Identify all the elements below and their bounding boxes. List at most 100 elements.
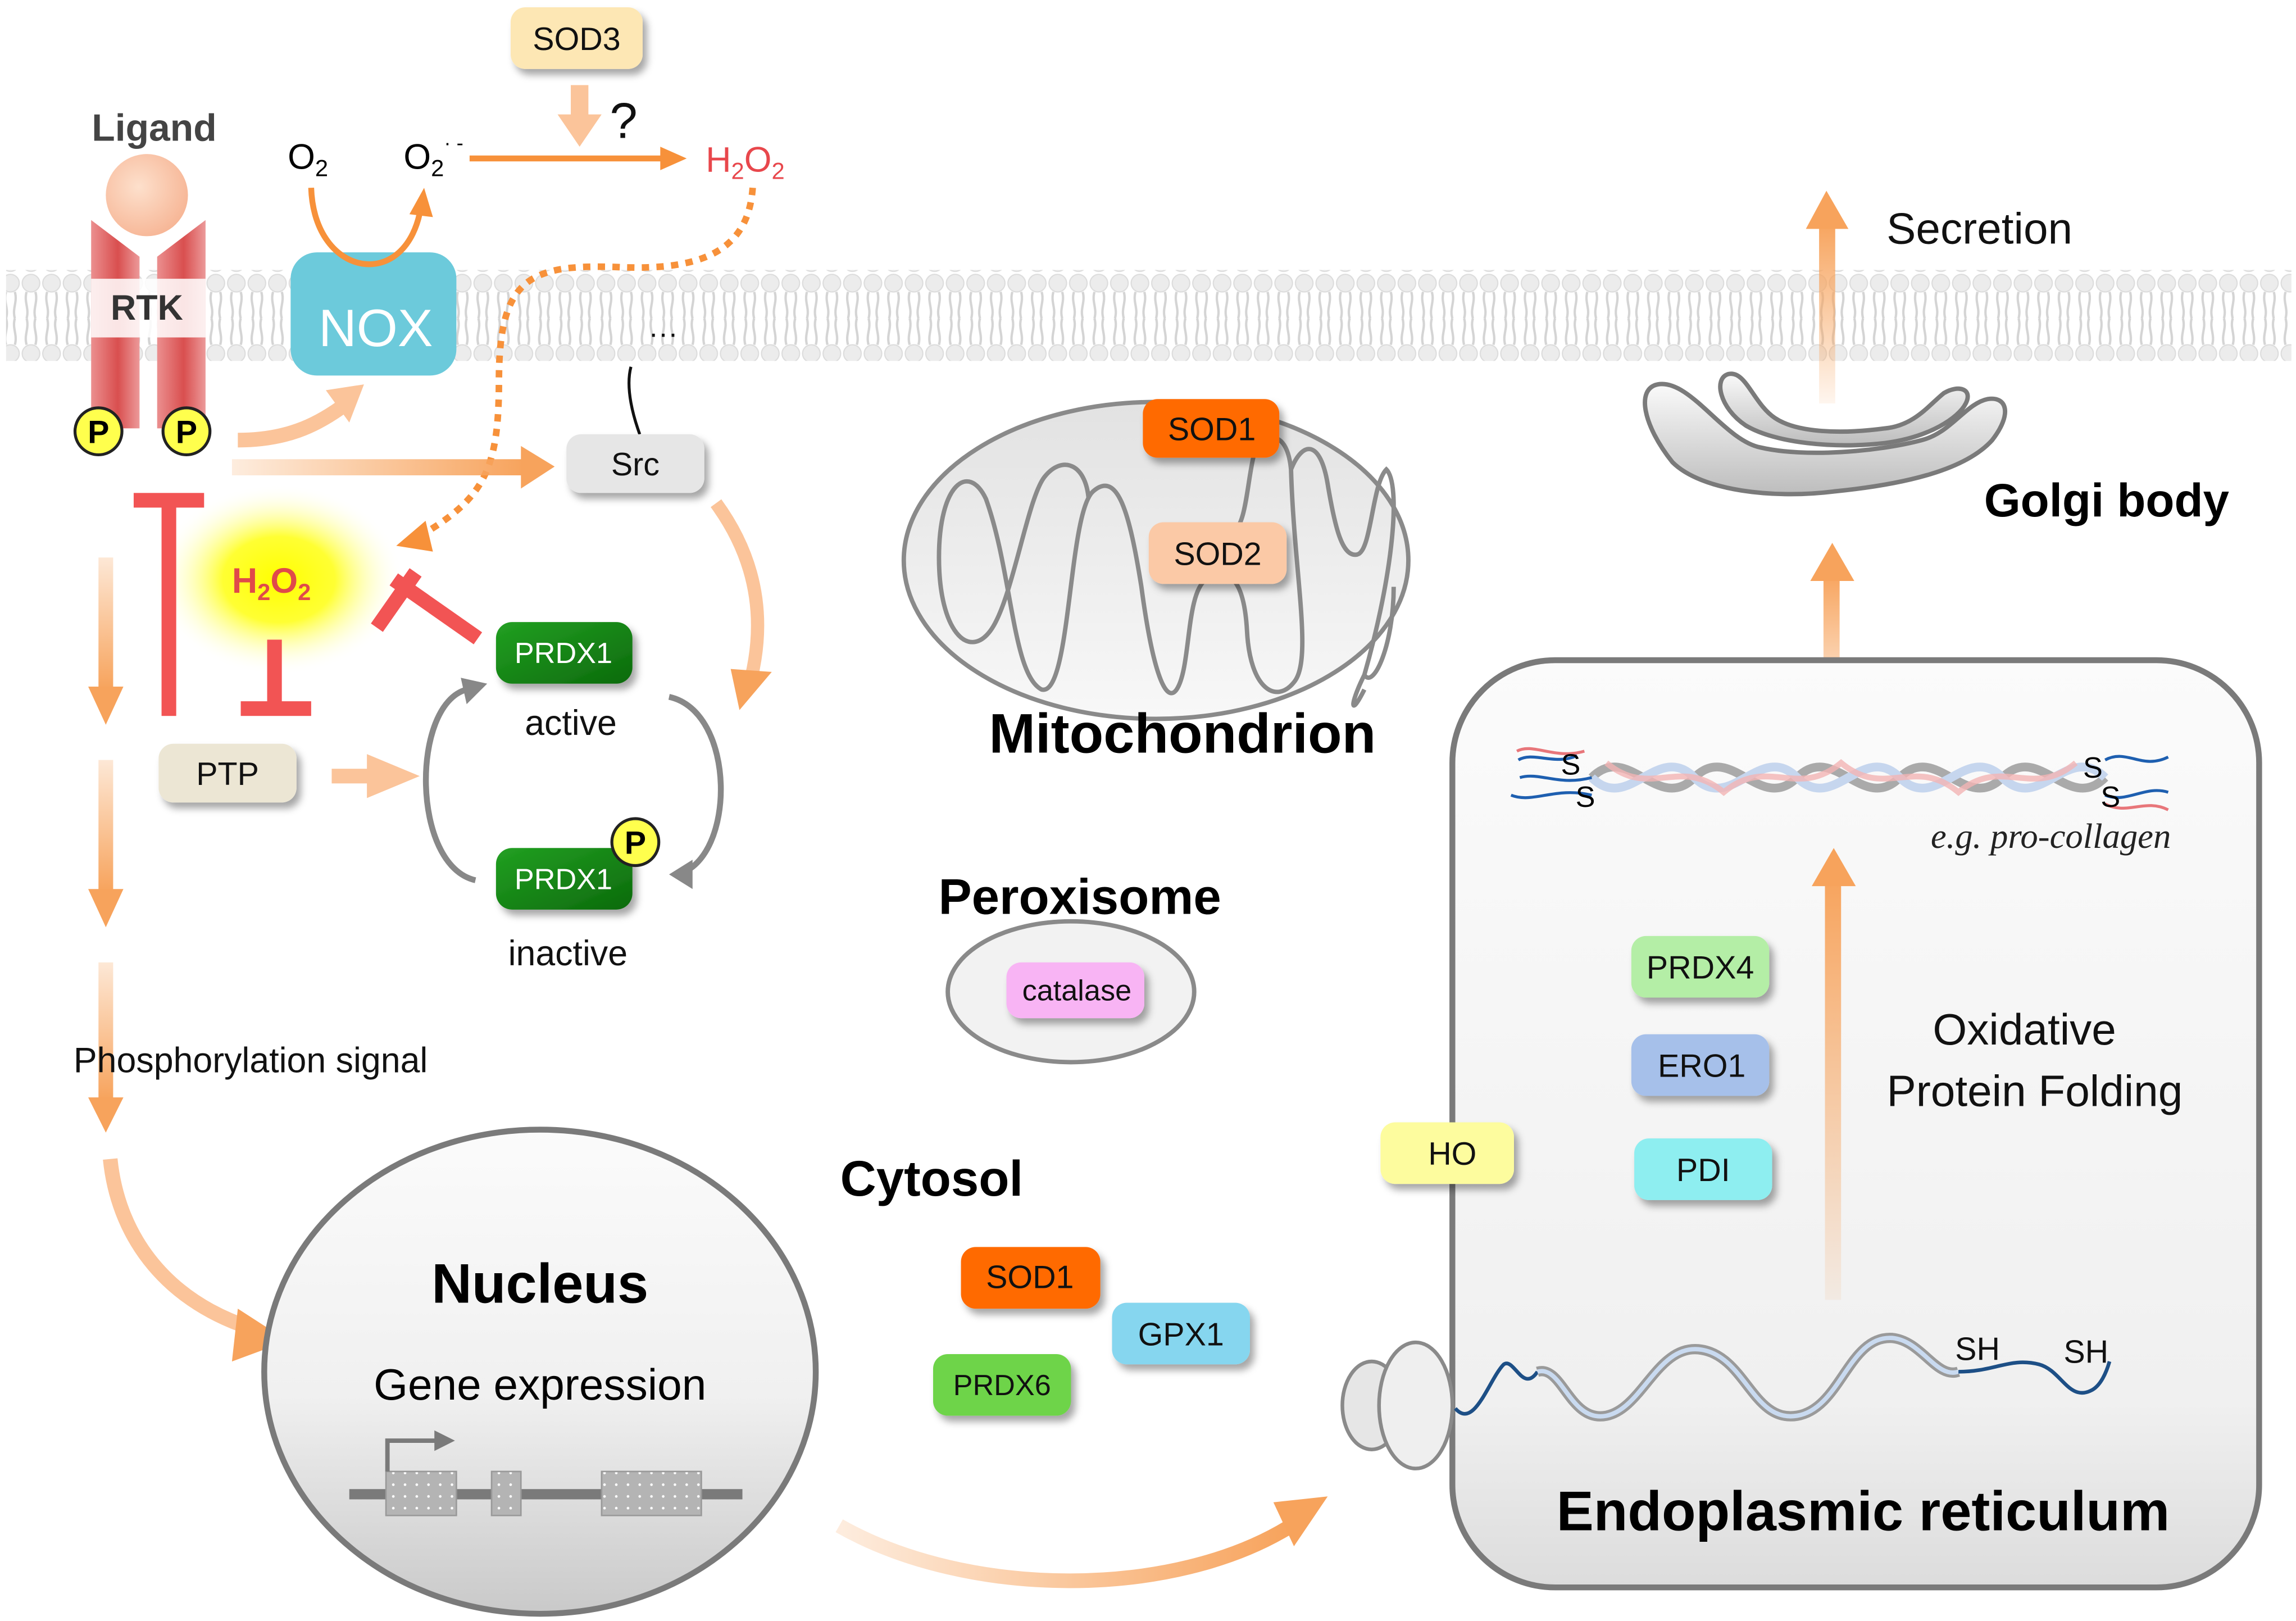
arrowhead-icon — [1806, 190, 1849, 229]
arrowhead-icon — [326, 384, 364, 423]
signal-arrow-segment — [98, 557, 113, 690]
arrowhead-icon — [1273, 1496, 1328, 1547]
arrowhead-icon — [88, 1097, 124, 1133]
disulfide-s: S — [2083, 752, 2103, 784]
arrowhead-icon — [231, 1309, 288, 1362]
ho-label: HO — [1428, 1136, 1476, 1172]
phospho-badge: P — [161, 406, 212, 457]
oxygen-label: O2 — [288, 137, 328, 181]
ptp-to-prdx1-arrow — [331, 769, 370, 784]
ptp-label: PTP — [196, 756, 259, 792]
phospho-badge: P — [610, 817, 661, 868]
nucleus-title: Nucleus — [431, 1253, 648, 1315]
cytosol-prdx6 — [933, 1354, 1071, 1416]
cytosol-gpx1-label: GPX1 — [1138, 1316, 1224, 1352]
src-label: Src — [611, 447, 660, 483]
thiol-label: SH — [1955, 1331, 2000, 1367]
rtk-to-src-arrow — [231, 459, 526, 475]
rtk-receptor — [91, 220, 206, 429]
pro-collagen-helix — [1510, 747, 2169, 811]
phosphorylation-signal-label: Phosphorylation signal — [74, 1041, 428, 1080]
arrowhead-icon — [396, 520, 433, 552]
arrowhead-icon — [521, 446, 555, 489]
mitochondrion-title: Mitochondrion — [989, 702, 1376, 765]
prdx1-inactive — [495, 848, 633, 910]
superoxide-label: O2· - — [403, 131, 463, 181]
cytosol-prdx6-label: PRDX6 — [953, 1369, 1051, 1402]
endoplasmic-reticulum — [1449, 657, 2262, 1591]
sod3-arrow — [571, 85, 589, 117]
pro-collagen-example-label: e.g. pro-collagen — [1931, 816, 2171, 856]
rtk-to-nox-arrow — [238, 402, 345, 448]
extracellular-h2o2-label: H2O2 — [706, 140, 784, 184]
src-membrane-anchor — [628, 366, 642, 435]
arrowhead-icon — [461, 678, 488, 705]
cytosol-sod1 — [961, 1247, 1101, 1309]
arrowhead-icon — [660, 147, 687, 170]
h2o2-glow — [154, 484, 404, 675]
cytosol-gpx1 — [1112, 1302, 1250, 1365]
ptp-enzyme — [158, 743, 297, 803]
svg-text:P: P — [88, 415, 109, 451]
nascent-polypeptide — [1454, 1333, 2112, 1422]
intracellular-h2o2-label: H2O2 — [232, 561, 311, 605]
signal-arrow-segment — [98, 962, 113, 1101]
disulfide-s: S — [2101, 781, 2120, 814]
er-title: Endoplasmic reticulum — [1557, 1480, 2170, 1542]
nox-enzyme — [290, 252, 457, 376]
svg-text:P: P — [176, 415, 197, 451]
oxidative-folding-label-line2: Protein Folding — [1886, 1066, 2183, 1116]
arrowhead-icon — [409, 188, 433, 217]
signal-to-nucleus-arrow — [103, 1158, 252, 1335]
oxidative-folding-label-line1: Oxidative — [1933, 1005, 2116, 1054]
er-ero1 — [1631, 1034, 1770, 1096]
er-pdi-label: PDI — [1676, 1152, 1730, 1188]
arrowhead-icon — [1812, 848, 1856, 887]
h2o2-inhibits-ptp — [240, 639, 311, 716]
disulfide-s: S — [1561, 749, 1581, 782]
prdx1-active — [495, 622, 633, 684]
er-prdx4 — [1631, 936, 1770, 998]
disulfide-s: S — [1576, 781, 1595, 814]
er-prdx4-label: PRDX4 — [1647, 950, 1754, 986]
secretion-label: Secretion — [1886, 203, 2072, 253]
arrowhead-icon — [367, 754, 420, 798]
mito-sod1 — [1143, 399, 1280, 458]
peroxisome-title: Peroxisome — [938, 869, 1221, 925]
gene-expression-label: Gene expression — [374, 1360, 706, 1409]
catalase-enzyme — [1006, 962, 1144, 1019]
er-ero1-label: ERO1 — [1658, 1048, 1745, 1084]
ribosome — [1340, 1340, 1454, 1470]
signal-arrow-segment — [98, 760, 113, 892]
mito-sod2-label: SOD2 — [1174, 536, 1261, 572]
arrowhead-icon — [730, 669, 772, 710]
arrowhead-icon — [1810, 543, 1854, 581]
ptp-inhibits-rtk — [133, 493, 204, 716]
nucleus-to-er-arrow — [835, 1519, 1295, 1588]
phospho-badge: P — [73, 406, 124, 457]
prdx1-inactive-state: inactive — [508, 934, 628, 973]
arrowhead-icon — [88, 889, 124, 928]
prdx1-reactivation-arrow — [422, 687, 476, 883]
prdx1-inhibits-h2o2 — [371, 568, 483, 644]
thiol-label: SH — [2063, 1334, 2108, 1370]
prdx1-active-label: PRDX1 — [515, 637, 612, 670]
prdx1-inactivation-arrow — [668, 694, 724, 878]
mitochondrial-cristae — [936, 435, 1396, 708]
sod3-label: SOD3 — [533, 21, 620, 57]
catalase-label: catalase — [1022, 975, 1132, 1007]
er-pdi — [1634, 1138, 1772, 1200]
ligand-label: Ligand — [92, 107, 216, 149]
src-to-prdx1-arrow — [711, 499, 765, 680]
ligand — [106, 154, 188, 237]
nox-reaction-arrow — [308, 188, 424, 267]
prdx1-inactive-label: PRDX1 — [515, 863, 612, 896]
nox-label: NOX — [319, 298, 433, 357]
sod3-enzyme — [510, 7, 643, 69]
h2o2-diffusion-path — [416, 187, 756, 540]
rtk-label: RTK — [111, 288, 183, 328]
arrowhead-icon — [88, 686, 124, 725]
gene-icon — [349, 1430, 743, 1516]
